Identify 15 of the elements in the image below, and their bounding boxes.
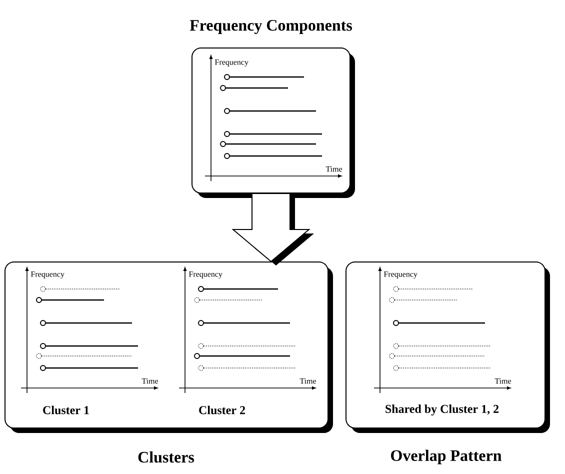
chart-caption: Cluster 2 (199, 406, 245, 414)
axis-label: Time (142, 378, 158, 384)
axis-label: Frequency (214, 60, 248, 66)
axis-label: Frequency (188, 272, 222, 278)
axis-label: Frequency (384, 272, 418, 278)
axis-label: Time (300, 378, 316, 384)
node-label: Clusters (138, 451, 194, 463)
node-label: Overlap Pattern (391, 450, 502, 464)
axis-label: Time (494, 378, 512, 384)
node-label: Frequency Components (190, 20, 352, 34)
block-arrow (232, 193, 314, 266)
chart-caption: Shared by Cluster 1, 2 (386, 404, 499, 416)
axis-label: Time (326, 166, 342, 172)
axis-label: Frequency (30, 272, 64, 278)
chart-caption: Cluster 1 (43, 406, 89, 414)
